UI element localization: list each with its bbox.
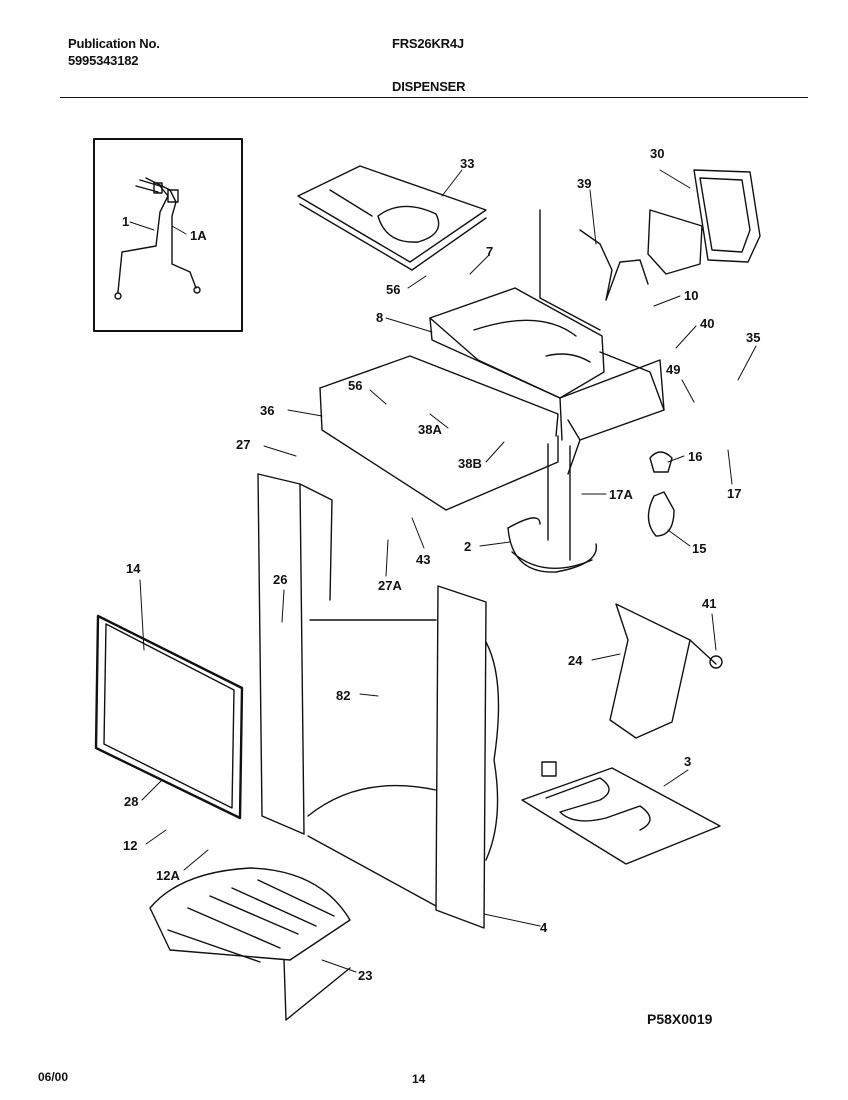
part-label: 41 — [702, 596, 716, 611]
part-label: 27A — [378, 578, 402, 593]
part-label: 2 — [464, 539, 471, 554]
part-label: 10 — [684, 288, 698, 303]
part-28-door — [94, 614, 244, 820]
section-title: DISPENSER — [392, 79, 466, 94]
part-label: 40 — [700, 316, 714, 331]
part-label: 3 — [684, 754, 691, 769]
leader-lines — [129, 169, 757, 973]
part-label: 24 — [568, 653, 583, 668]
part-label: 12A — [156, 868, 180, 883]
part-label: 56 — [386, 282, 400, 297]
part-label: 7 — [486, 244, 493, 259]
part-label: 38A — [418, 422, 442, 437]
part-label: 27 — [236, 437, 250, 452]
part-label: 8 — [376, 310, 383, 325]
part-label: 36 — [260, 403, 274, 418]
part-label: 1 — [122, 214, 129, 229]
part-label: 49 — [666, 362, 680, 377]
part-30-solenoid — [579, 169, 761, 301]
header-rule — [60, 97, 808, 98]
diagram-code: P58X0019 — [647, 1011, 713, 1027]
part-label: 1A — [190, 228, 207, 243]
part-label: 26 — [273, 572, 287, 587]
part-15-16-lamp — [647, 451, 675, 537]
part-label: 4 — [540, 920, 548, 935]
part-label: 56 — [348, 378, 362, 393]
part-label: 30 — [650, 146, 664, 161]
part-label: 12 — [123, 838, 137, 853]
publication-number: 5995343182 — [68, 53, 139, 68]
part-label: 39 — [577, 176, 591, 191]
part-24-actuator — [609, 603, 723, 739]
part-label: 43 — [416, 552, 430, 567]
wire-harness-inset — [93, 138, 243, 332]
part-label: 14 — [126, 561, 141, 576]
footer-date: 06/00 — [38, 1070, 69, 1084]
part-label: 38B — [458, 456, 482, 471]
part-4-side-panels — [257, 473, 500, 929]
page-number: 14 — [412, 1072, 426, 1086]
part-3-heater — [521, 761, 721, 865]
part-label: 17A — [609, 487, 633, 502]
part-label: 35 — [746, 330, 760, 345]
model-number: FRS26KR4J — [392, 36, 464, 51]
part-label: 33 — [460, 156, 474, 171]
part-label: 28 — [124, 794, 138, 809]
part-label: 16 — [688, 449, 702, 464]
part-label: 23 — [358, 968, 372, 983]
part-2-chute — [507, 443, 597, 573]
part-33-top-cover — [297, 165, 487, 271]
part-labels: 1 1A 33 30 39 7 56 10 8 40 35 49 56 36 3… — [122, 146, 760, 983]
publication-label: Publication No. — [68, 36, 160, 51]
part-label: 15 — [692, 541, 706, 556]
part-label: 82 — [336, 688, 350, 703]
part-23-drip-tray — [149, 867, 351, 1021]
part-label: 17 — [727, 486, 741, 501]
